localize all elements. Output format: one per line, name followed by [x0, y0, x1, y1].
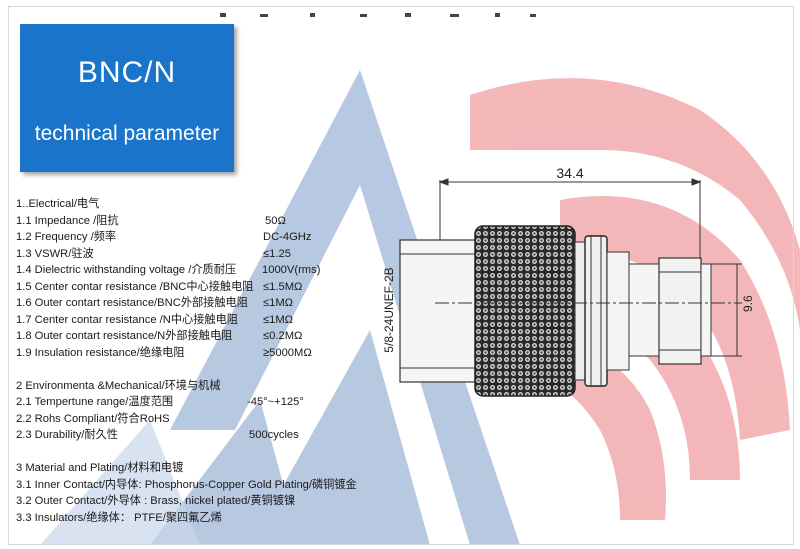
section-heading-environmental: 2 Environmenta &Mechanical/环境与机械: [16, 379, 221, 392]
spec-label: 2.2 Rohs Compliant/符合RoHS: [16, 412, 170, 425]
spec-value: ≥5000MΩ: [263, 346, 312, 359]
page-frame: [8, 6, 794, 545]
spec-row: 1.2 Frequency /频率 DC-4GHz: [16, 229, 396, 246]
spec-value: ≤1MΩ: [263, 313, 294, 326]
spec-label: 2.3 Durability/耐久性: [16, 429, 118, 441]
spec-value: ≤1.5MΩ: [263, 280, 303, 293]
diameter-dimension: [701, 263, 742, 357]
spec-label: 1.4 Dielectric withstanding voltage /介质耐…: [16, 264, 237, 276]
bnc-tail: [628, 263, 660, 357]
ring-section: [584, 235, 608, 387]
length-dimension: [438, 178, 702, 260]
spec-row: 1.4 Dielectric withstanding voltage /介质耐…: [16, 262, 396, 279]
spec-row: 2.3 Durability/耐久性 500cycles: [16, 427, 396, 444]
spec-row: 1.3 VSWR/驻波 ≤1.25: [16, 246, 396, 263]
spec-label: 1.8 Outer contart resistance/N外部接触电阻: [16, 330, 233, 342]
spec-row: 2.2 Rohs Compliant/符合RoHS: [16, 411, 396, 428]
spec-value: ≤1MΩ: [263, 297, 294, 309]
spec-value: ≤1.25: [263, 247, 291, 260]
spec-value: ≤0.2MΩ: [263, 330, 303, 342]
spec-value: 1000V(rms): [262, 264, 321, 276]
knurled-nut: [474, 225, 576, 397]
material-row: 3.2 Outer Contact/外导体 : Brass, nickel pl…: [16, 495, 296, 507]
diameter-dimension-label: 9.6: [741, 295, 755, 312]
spec-value: 50Ω: [265, 214, 286, 227]
connector-drawing: 34.4 9.6 5/8-24UNEF-2B: [382, 165, 755, 397]
spec-label: 1.1 Impedance /阻抗: [16, 214, 119, 227]
spec-row: 1.9 Insulation resistance/绝缘电阻 ≥5000MΩ: [16, 345, 396, 362]
spec-label: 1.3 VSWR/驻波: [16, 247, 94, 260]
material-row: 3.1 Inner Contact/内导体: Phosphorus-Copper…: [16, 478, 357, 491]
spec-row: 1.6 Outer contart resistance/BNC外部接触电阻 ≤…: [16, 295, 396, 312]
spec-list: 1..Electrical/电气 1.1 Impedance /阻抗 50Ω 1…: [16, 196, 396, 526]
spec-label: 1.6 Outer contart resistance/BNC外部接触电阻: [16, 297, 248, 309]
section-heading-material: 3 Material and Plating/材料和电镀: [16, 462, 184, 474]
spec-row: 1.1 Impedance /阻抗 50Ω: [16, 213, 396, 230]
length-dimension-label: 34.4: [556, 165, 583, 181]
title-card: BNC/N technical parameter: [20, 24, 234, 172]
product-subtitle: technical parameter: [34, 122, 220, 145]
thread-body: [399, 239, 479, 383]
spec-row: 2.1 Tempertune range/温度范围 -45°~+125°: [16, 394, 396, 411]
spec-label: 1.7 Center contar resistance /N中心接触电阻: [16, 313, 238, 326]
thread-dimension-label: 5/8-24UNEF-2B: [382, 267, 396, 352]
spec-value: -45°~+125°: [247, 396, 304, 408]
top-marks-decoration: [220, 13, 536, 17]
spec-row: 1.7 Center contar resistance /N中心接触电阻 ≤1…: [16, 312, 396, 329]
spec-row: 1.8 Outer contart resistance/N外部接触电阻 ≤0.…: [16, 328, 396, 345]
product-title: BNC/N: [77, 56, 177, 89]
material-row: 3.3 Insulators/绝缘体： PTFE/聚四氟乙烯: [16, 511, 222, 524]
spec-label: 2.1 Tempertune range/温度范围: [16, 396, 174, 408]
spec-label: 1.9 Insulation resistance/绝缘电阻: [16, 346, 185, 359]
spec-value: DC-4GHz: [263, 231, 312, 243]
spec-row: 1.5 Center contar resistance /BNC中心接触电阻 …: [16, 279, 396, 296]
spec-label: 1.2 Frequency /频率: [16, 231, 117, 243]
spec-value: 500cycles: [249, 429, 299, 441]
section-heading-electrical: 1..Electrical/电气: [16, 198, 100, 210]
spec-label: 1.5 Center contar resistance /BNC中心接触电阻: [16, 280, 254, 293]
